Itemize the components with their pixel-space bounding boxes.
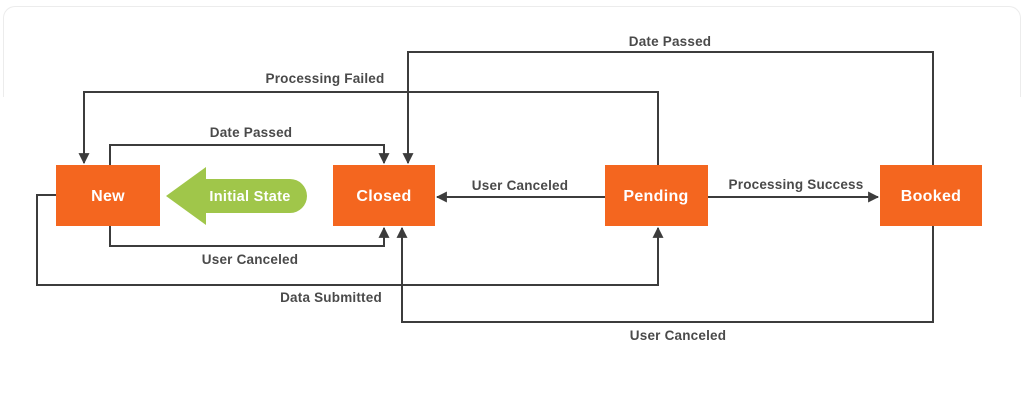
initial-state-arrow-icon (166, 167, 307, 225)
transition-booked-to-closed-user-canceled (396, 226, 934, 323)
state-box-booked (880, 165, 982, 226)
state-label-closed: Closed (356, 188, 411, 205)
state-box-new (56, 165, 160, 226)
transition-label-processing-failed: Processing Failed (266, 71, 385, 86)
transition-label-date-passed-mid: Date Passed (210, 125, 293, 140)
transition-label-user-canceled-mid: User Canceled (472, 178, 568, 193)
state-box-closed (333, 165, 435, 226)
transition-new-to-closed-user-canceled (109, 226, 390, 247)
transition-booked-to-closed-date-passed (402, 51, 934, 165)
transition-new-to-pending-data-submitted (36, 194, 664, 286)
transition-label-processing-success: Processing Success (729, 177, 864, 192)
state-label-new: New (91, 188, 125, 205)
transition-pending-to-new-processing-failed (78, 91, 659, 165)
state-label-pending: Pending (623, 188, 688, 205)
initial-state-label: Initial State (209, 189, 290, 205)
state-box-pending (605, 165, 708, 226)
transition-label-user-canceled-lower: User Canceled (202, 252, 298, 267)
transition-label-data-submitted: Data Submitted (280, 290, 382, 305)
transition-label-date-passed-top: Date Passed (629, 34, 712, 49)
state-label-booked: Booked (901, 188, 961, 205)
transition-label-user-canceled-bottom: User Canceled (630, 328, 726, 343)
transition-new-to-closed-date-passed (109, 144, 390, 165)
